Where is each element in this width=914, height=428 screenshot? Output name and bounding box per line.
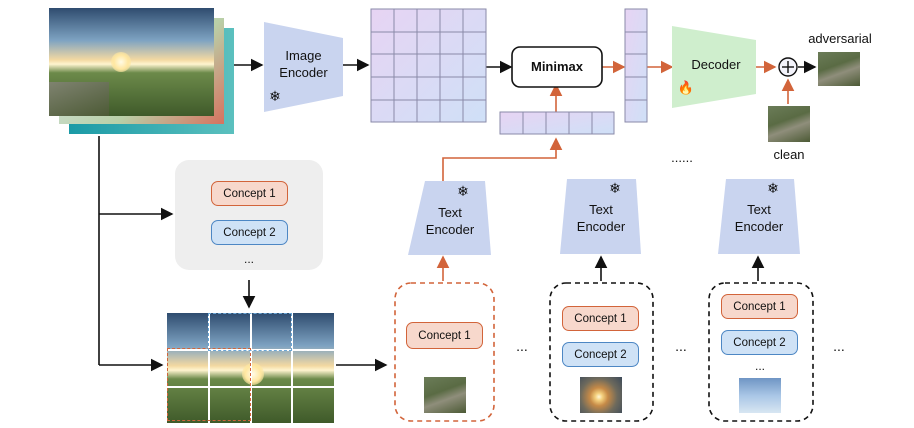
feature-grid (370, 8, 487, 123)
ellipsis-between-1: ... (516, 338, 528, 354)
box3-image (739, 378, 781, 413)
dashed-box-1 (394, 282, 495, 422)
ellipsis-top: ...... (671, 150, 693, 165)
adversarial-image (818, 52, 860, 86)
text-encoder-shape-2 (560, 179, 641, 254)
box1-image (424, 377, 466, 413)
text-encoder-3-line1: Text (747, 202, 771, 217)
snowflake-icon: ❄ (457, 183, 469, 199)
box3-concept-2: Concept 2 (721, 330, 798, 355)
box3-ellipsis: ... (754, 359, 765, 373)
text-encoder-1-line1: Text (438, 205, 462, 220)
feature-column (624, 8, 648, 123)
adversarial-label: adversarial (808, 31, 872, 46)
ellipsis-between-2: ... (675, 338, 687, 354)
minimax-label: Minimax (530, 59, 583, 74)
dashed-box-2 (549, 282, 654, 422)
plus-operator-icon (778, 57, 798, 77)
minimax-box (511, 46, 603, 88)
flame-icon: 🔥 (677, 80, 695, 95)
arrow-textencoder-to-tokens (442, 137, 563, 181)
box2-concept-2: Concept 2 (562, 342, 639, 367)
text-encoder-2-line1: Text (589, 202, 613, 217)
box1-concept-1: Concept 1 (406, 322, 483, 349)
image-encoder-line1: Image (285, 48, 322, 63)
clean-image (768, 106, 810, 142)
input-image (49, 8, 214, 116)
panel-concept-1: Concept 1 (211, 181, 288, 206)
box2-concept-1: Concept 1 (562, 306, 639, 331)
panel-concept-2: Concept 2 (211, 220, 288, 245)
clean-label: clean (773, 147, 805, 162)
decoder-label: Decoder (691, 57, 741, 72)
snowflake-icon: ❄ (609, 180, 621, 196)
text-encoder-shape-3 (718, 179, 800, 254)
text-encoder-3-line2: Encoder (734, 219, 784, 234)
text-encoder-1-line2: Encoder (425, 222, 475, 237)
snowflake-icon: ❄ (767, 180, 779, 196)
dashed-box-3 (708, 282, 814, 422)
panel-ellipsis: ... (243, 252, 254, 266)
image-encoder-line2: Encoder (279, 65, 328, 80)
image-encoder-shape (264, 22, 343, 112)
text-encoder-2-line2: Encoder (576, 219, 626, 234)
snowflake-icon: ❄ (269, 88, 281, 104)
decoder-shape (672, 26, 756, 108)
ellipsis-between-3: ... (833, 338, 845, 354)
box2-image (580, 377, 622, 413)
box3-concept-1: Concept 1 (721, 294, 798, 319)
patched-image (167, 313, 334, 423)
text-encoder-shape-1 (408, 181, 491, 255)
text-token-row (499, 111, 615, 135)
